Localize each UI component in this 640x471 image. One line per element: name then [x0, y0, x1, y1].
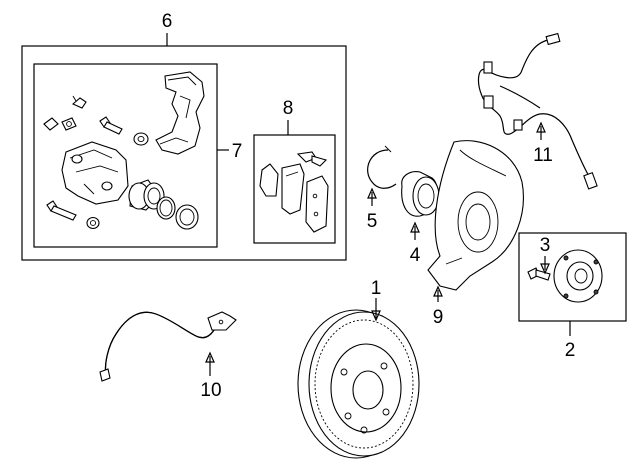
- callout-2: 2: [565, 340, 576, 361]
- sleeve-upper: [133, 132, 149, 146]
- bleeder-cap: [43, 117, 59, 131]
- guide-pin-boot: [61, 117, 77, 131]
- callout-4: 4: [410, 245, 421, 266]
- caliper-bracket: [155, 71, 205, 155]
- pad-clip: [296, 151, 328, 167]
- sleeve-lower: [86, 216, 100, 230]
- callout-9: 9: [433, 307, 444, 328]
- brake-pad-box: [253, 120, 336, 244]
- wheel-hub: [553, 249, 603, 303]
- caliper-body: [61, 141, 129, 205]
- snap-ring: [367, 145, 397, 189]
- guide-bolt-upper: [99, 116, 123, 135]
- wheel-bearing: [401, 171, 440, 217]
- piston-seal: [156, 196, 176, 220]
- caliper-kit-box: [33, 63, 229, 248]
- callout-10: 10: [200, 380, 221, 401]
- hub-box: [518, 232, 627, 336]
- abs-sensor-harness: [477, 32, 598, 190]
- brake-pad-inner: [281, 163, 305, 215]
- dust-boot: [175, 204, 199, 230]
- brake-hose: [99, 311, 237, 382]
- callout-6: 6: [162, 11, 173, 32]
- splash-shield: [427, 140, 524, 291]
- guide-bolt-lower: [46, 200, 77, 221]
- caliper-piston: [128, 179, 165, 211]
- callout-7: 7: [232, 141, 243, 162]
- callout-5: 5: [367, 211, 378, 232]
- caliper-assembly-box: [21, 33, 347, 261]
- brake-rotor: [297, 309, 420, 459]
- brake-pad-outer: [305, 175, 329, 233]
- callout-1: 1: [371, 278, 382, 299]
- callout-8: 8: [283, 98, 294, 119]
- pad-shim-left: [259, 163, 279, 197]
- bleeder-screw: [71, 95, 87, 109]
- callout-11: 11: [533, 145, 553, 166]
- callout-3: 3: [540, 235, 551, 256]
- callout-leaders: [205, 121, 550, 376]
